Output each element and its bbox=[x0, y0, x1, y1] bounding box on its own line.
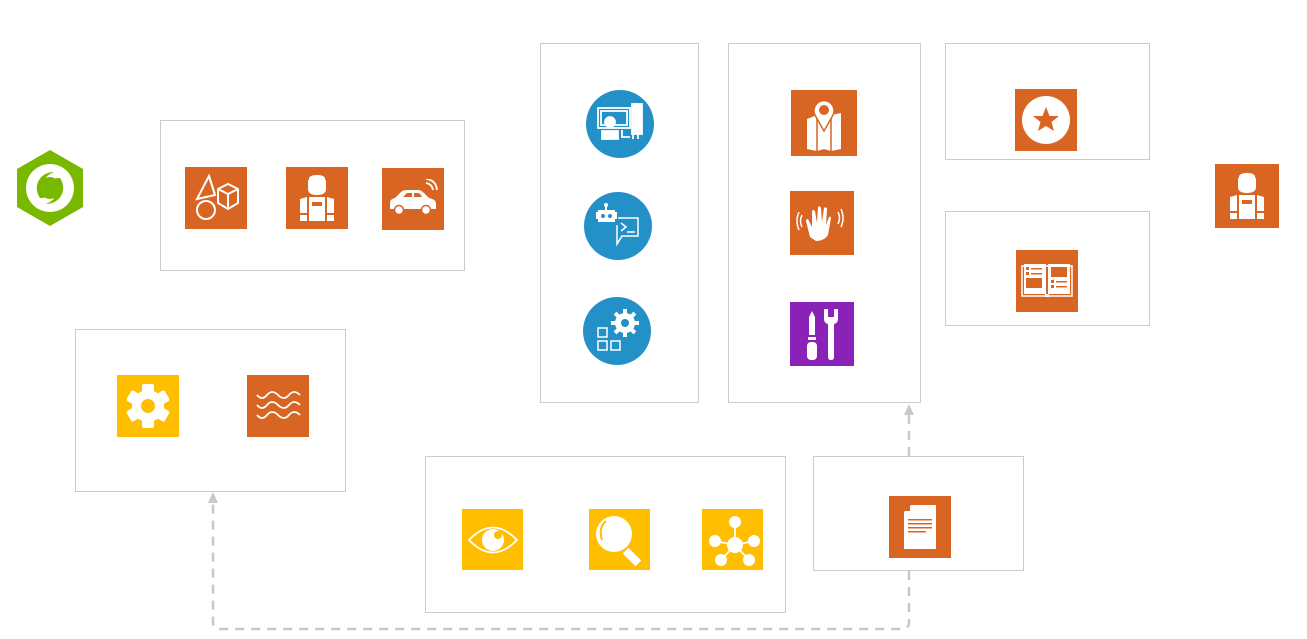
3d-shapes-tile[interactable] bbox=[185, 167, 247, 229]
worker-tile[interactable] bbox=[286, 167, 348, 229]
app-settings-tile[interactable] bbox=[583, 297, 651, 365]
tools-icon bbox=[807, 309, 838, 360]
connected-car-tile[interactable] bbox=[382, 168, 444, 230]
star-badge-icon bbox=[1022, 96, 1070, 144]
worker-icon bbox=[300, 175, 334, 221]
remote-presentation-icon bbox=[597, 103, 643, 140]
arrowhead-config bbox=[208, 492, 218, 503]
document-tile[interactable] bbox=[889, 496, 951, 558]
eye-icon bbox=[467, 526, 518, 553]
waving-hand-icon bbox=[796, 206, 844, 241]
connected-car-icon bbox=[390, 179, 438, 216]
waves-icon bbox=[256, 391, 301, 419]
magnifier-tile[interactable] bbox=[589, 509, 650, 570]
open-book-icon bbox=[1021, 264, 1073, 297]
remote-presentation-tile[interactable] bbox=[586, 90, 654, 158]
chatbot-terminal-tile[interactable] bbox=[584, 192, 652, 260]
network-tile[interactable] bbox=[702, 509, 763, 570]
gear-icon bbox=[126, 384, 170, 428]
document-icon bbox=[904, 505, 936, 549]
chatbot-terminal-icon bbox=[596, 203, 639, 247]
waving-hand-tile[interactable] bbox=[790, 191, 854, 255]
worker-icon bbox=[1230, 173, 1264, 219]
open-book-tile[interactable] bbox=[1016, 250, 1078, 312]
gear-tile[interactable] bbox=[117, 375, 179, 437]
eye-tile[interactable] bbox=[462, 509, 523, 570]
star-badge-tile[interactable] bbox=[1015, 89, 1077, 151]
logo bbox=[14, 148, 86, 228]
app-settings-icon bbox=[597, 309, 639, 351]
arrowhead-field-tools bbox=[904, 404, 914, 415]
map-pin-tile[interactable] bbox=[791, 90, 857, 156]
tools-tile[interactable] bbox=[790, 302, 854, 366]
waves-tile[interactable] bbox=[247, 375, 309, 437]
standalone-worker-tile[interactable] bbox=[1215, 164, 1279, 228]
hexagon-swirl-logo-icon bbox=[17, 150, 83, 226]
magnifier-icon bbox=[595, 515, 641, 566]
network-icon bbox=[708, 515, 760, 566]
3d-shapes-icon bbox=[195, 173, 239, 220]
map-pin-icon bbox=[807, 99, 841, 151]
